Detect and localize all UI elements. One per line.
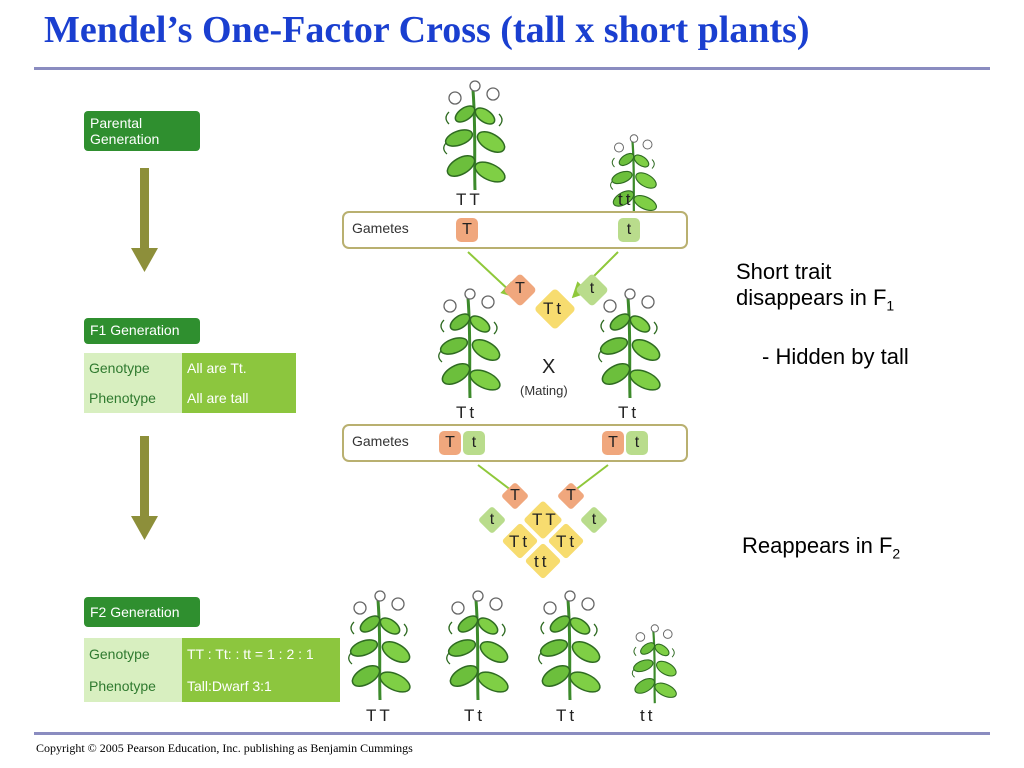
f1-gamete-right-dominant: T: [602, 431, 624, 455]
f2-grid-low-right: Tt: [556, 532, 578, 551]
f2-grid-mid-left: t: [489, 511, 495, 528]
plant-f1-right-icon: [596, 288, 665, 400]
top-rule: [34, 67, 990, 70]
note-short-line2: disappears in F: [736, 285, 887, 310]
parental-label-line2: Generation: [90, 131, 160, 147]
parent1-genotype: TT: [456, 190, 483, 209]
plant-tall-parent-icon: [441, 80, 510, 192]
down-arrow-1: [131, 168, 158, 272]
down-arrow-2: [131, 436, 158, 540]
parental-gametes-box: Gametes T t: [342, 211, 688, 249]
mating-label: (Mating): [520, 383, 568, 398]
plant-short-parent-icon: [609, 133, 660, 218]
note-reappears-sub: 2: [892, 545, 901, 562]
parental-gamete-recessive: t: [618, 218, 640, 242]
f2-plant2-genotype: Tt: [464, 706, 486, 725]
mating-symbol: X: [542, 356, 556, 378]
f1-gametes-box: Gametes T t T t: [342, 424, 688, 462]
plant-f1-left-icon: [436, 288, 505, 400]
slide-title: Mendel’s One-Factor Cross (tall x short …: [44, 9, 810, 51]
note-short-trait: Short trait disappears in F1: [736, 259, 894, 313]
f2-genotype-key: Genotype: [84, 638, 182, 670]
plant-f2-4-short-icon: [631, 623, 680, 705]
f2-phenotype-key: Phenotype: [84, 670, 182, 702]
parental-label-line1: Parental: [90, 115, 143, 131]
f1-genotype-key: Genotype: [84, 353, 182, 383]
f2-generation-label: F2 Generation: [84, 597, 200, 627]
f1-label-text: F1 Generation: [90, 322, 180, 338]
f2-genotype-value: TT : Tt: : tt = 1 : 2 : 1: [182, 638, 340, 670]
note-short-line1: Short trait: [736, 259, 832, 284]
f2-phenotype-value: Tall:Dwarf 3:1: [182, 670, 340, 702]
bottom-rule: [34, 732, 990, 735]
f2-grid-top-right: T: [566, 487, 576, 504]
note-short-line2-sub: 1: [886, 297, 895, 314]
f2-label-text: F2 Generation: [90, 604, 180, 620]
f1-gametes-label: Gametes: [352, 433, 409, 449]
plant-f2-3-icon: [536, 590, 605, 702]
f1-phenotype-value: All are tall: [182, 383, 296, 413]
f1-genotype-value: All are Tt.: [182, 353, 296, 383]
parental-gametes-label: Gametes: [352, 220, 409, 236]
note-hidden-by-tall: - Hidden by tall: [762, 344, 909, 369]
f2-grid-mid-center: TT: [532, 510, 559, 529]
f2-grid-mid-right: t: [591, 511, 597, 528]
f2-plant1-genotype: TT: [366, 706, 393, 725]
cross-figure: Parental Generation F1 Generation Genoty…: [78, 70, 702, 732]
table-row: Phenotype All are tall: [84, 383, 296, 413]
f1-gamete-right-recessive: t: [626, 431, 648, 455]
table-row: Phenotype Tall:Dwarf 3:1: [84, 670, 340, 702]
f2-plant4-genotype: tt: [640, 706, 656, 725]
copyright-text: Copyright © 2005 Pearson Education, Inc.…: [36, 741, 413, 755]
zygote-left-allele: T: [515, 280, 525, 297]
zygote-right-allele: t: [589, 280, 595, 297]
f2-punnett-diamonds: [479, 483, 607, 579]
f1-plant2-genotype: Tt: [618, 403, 640, 422]
parental-zygote-diamonds: [504, 274, 608, 329]
table-row: Genotype TT : Tt: : tt = 1 : 2 : 1: [84, 638, 340, 670]
f1-gamete-left-recessive: t: [463, 431, 485, 455]
f2-plant3-genotype: Tt: [556, 706, 578, 725]
plant-f2-2-icon: [444, 590, 513, 702]
parental-generation-label: Parental Generation: [84, 111, 200, 151]
f2-grid-low-left: Tt: [509, 532, 531, 551]
f1-plant1-genotype: Tt: [456, 403, 478, 422]
table-row: Genotype All are Tt.: [84, 353, 296, 383]
f2-grid-bottom: tt: [534, 552, 550, 571]
parent2-genotype: tt: [618, 190, 634, 209]
f2-grid-top-left: T: [510, 487, 520, 504]
f2-info-table: Genotype TT : Tt: : tt = 1 : 2 : 1 Pheno…: [84, 638, 340, 702]
note-reappears: Reappears in F2: [742, 533, 900, 561]
zygote-genotype: Tt: [543, 299, 565, 318]
f1-phenotype-key: Phenotype: [84, 383, 182, 413]
f1-gamete-left-dominant: T: [439, 431, 461, 455]
f1-generation-label: F1 Generation: [84, 318, 200, 344]
plant-f2-1-icon: [346, 590, 415, 702]
parental-gamete-dominant: T: [456, 218, 478, 242]
f1-info-table: Genotype All are Tt. Phenotype All are t…: [84, 353, 296, 413]
note-reappears-main: Reappears in F: [742, 533, 893, 558]
